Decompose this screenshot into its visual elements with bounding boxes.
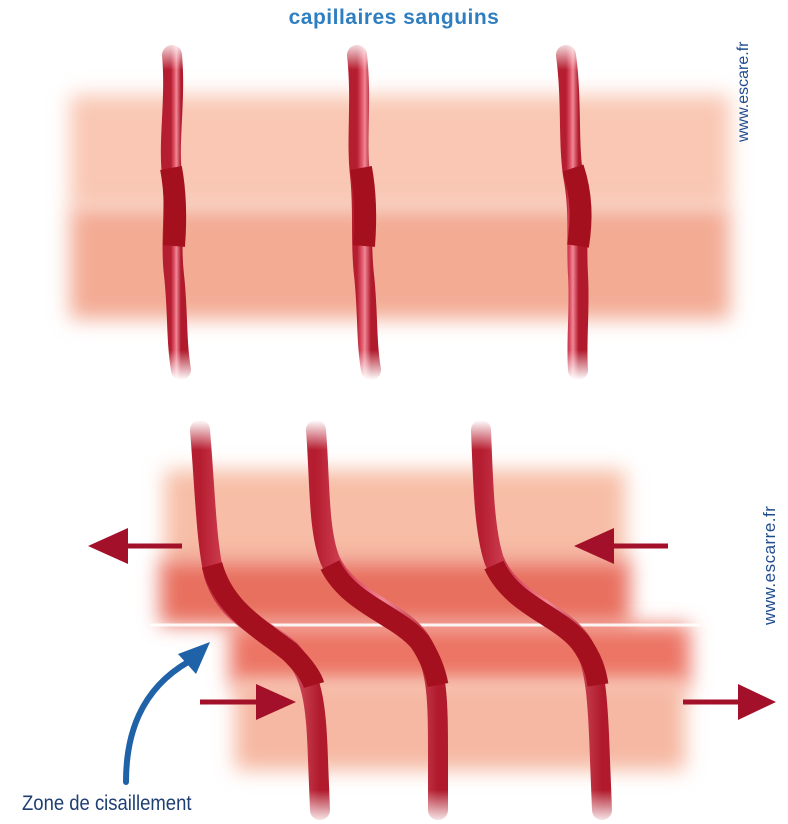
capillary-straight-3 [566,55,581,370]
diagram-title: capillaires sanguins [0,6,788,30]
shear-layer-upper-light [165,470,625,565]
capillary-straight-1 [171,55,181,370]
watermark-top: www.escare.fr [735,42,753,142]
normal-tissue-panel [70,40,730,380]
watermark-bottom: www.escarre.fr [760,506,780,625]
shear-tissue-panel [88,420,776,824]
capillary-straight-2 [357,55,371,370]
curved-pointer-arrow-icon [126,642,210,782]
arrow-right-icon [683,684,776,720]
shear-zone-label: Zone de cisaillement [22,792,191,816]
